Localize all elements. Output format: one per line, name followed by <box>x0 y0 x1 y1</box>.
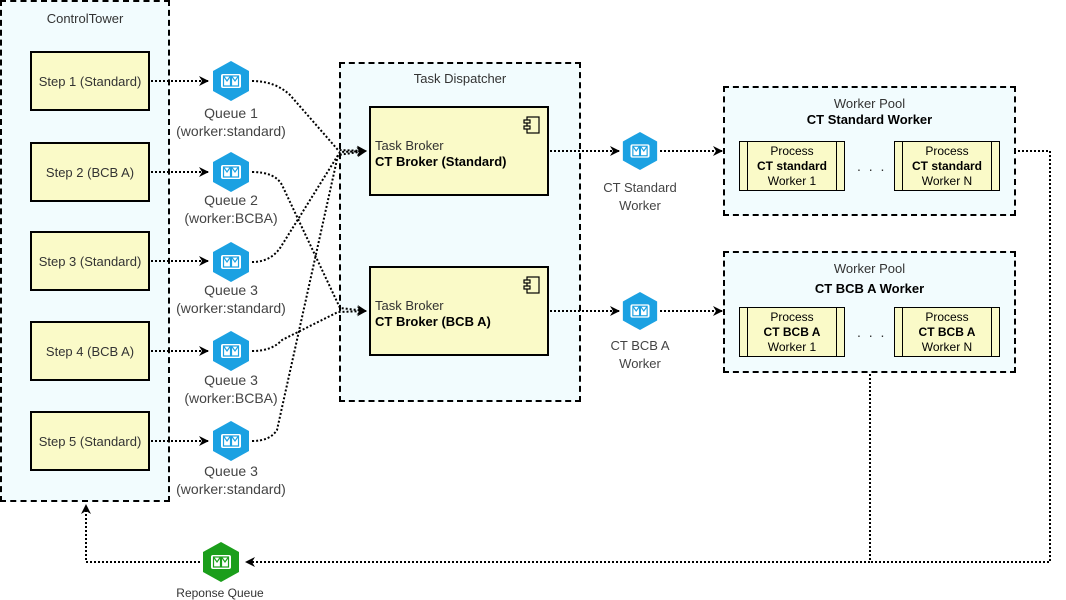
process-standard-worker-1[interactable]: Process CT standard Worker 1 <box>739 141 845 191</box>
message-queue-icon[interactable] <box>210 241 252 283</box>
process-worker: Worker N <box>921 174 973 188</box>
response-queue-label: Reponse Queue <box>176 586 264 600</box>
message-queue-icon[interactable] <box>210 60 252 102</box>
process-worker: Worker 1 <box>767 340 817 354</box>
step-box-5[interactable]: Step 5 (Standard) <box>30 411 150 471</box>
process-label: Process <box>925 144 969 158</box>
queue-label-1: Queue 1 (worker:standard) <box>171 104 291 140</box>
process-worker: Worker 1 <box>767 174 817 188</box>
queue-worker: (worker:BCBA) <box>184 210 278 226</box>
process-name: CT BCB A <box>763 325 821 339</box>
message-queue-icon[interactable] <box>620 131 660 171</box>
ellipsis: . . . <box>857 158 887 174</box>
worker-queue-label-bcba: CT BCB A Worker <box>590 337 690 373</box>
process-label: Process <box>925 310 969 324</box>
worker-pool-subtitle: CT Standard Worker <box>806 112 933 127</box>
queue-name: Queue 3 <box>204 463 258 479</box>
queue-label-2: Queue 2 (worker:BCBA) <box>171 191 291 227</box>
worker-queue-line2: Worker <box>619 356 661 371</box>
queue-label-5: Queue 3 (worker:standard) <box>171 462 291 498</box>
process-name: CT standard <box>756 159 827 173</box>
control-tower-title: ControlTower <box>46 11 124 26</box>
broker-name-label: CT Broker (BCB A) <box>375 314 491 329</box>
process-label: Process <box>770 144 814 158</box>
step-box-4[interactable]: Step 4 (BCB A) <box>30 321 150 381</box>
queue-worker: (worker:standard) <box>176 123 286 139</box>
worker-pool-title: Worker Pool <box>833 96 906 111</box>
message-queue-icon[interactable] <box>620 291 660 331</box>
queue-name: Queue 1 <box>204 105 258 121</box>
ellipsis: . . . <box>857 324 887 340</box>
process-name: CT BCB A <box>918 325 976 339</box>
worker-queue-line1: CT BCB A <box>610 338 670 353</box>
process-name: CT standard <box>911 159 982 173</box>
component-icon <box>523 276 540 294</box>
process-label: Process <box>770 310 814 324</box>
message-queue-icon[interactable] <box>210 151 252 193</box>
queue-label-3: Queue 3 (worker:standard) <box>171 281 291 317</box>
message-queue-icon[interactable] <box>210 420 252 462</box>
process-standard-worker-n[interactable]: Process CT standard Worker N <box>894 141 1000 191</box>
process-worker: Worker N <box>921 340 973 354</box>
queue-worker: (worker:BCBA) <box>184 390 278 406</box>
queue-label-4: Queue 3 (worker:BCBA) <box>171 371 291 407</box>
broker-type-label: Task Broker <box>375 298 444 313</box>
broker-type-label: Task Broker <box>375 138 444 153</box>
worker-queue-line1: CT Standard <box>603 180 677 195</box>
worker-pool-subtitle: CT BCB A Worker <box>814 281 925 296</box>
task-broker-bcba[interactable]: Task Broker CT Broker (BCB A) <box>369 266 549 356</box>
task-broker-standard[interactable]: Task Broker CT Broker (Standard) <box>369 106 549 196</box>
queue-name: Queue 3 <box>204 372 258 388</box>
worker-queue-line2: Worker <box>619 198 661 213</box>
worker-pool-title: Worker Pool <box>833 261 906 276</box>
process-bcba-worker-1[interactable]: Process CT BCB A Worker 1 <box>739 307 845 357</box>
message-queue-icon[interactable] <box>210 330 252 372</box>
queue-name: Queue 2 <box>204 192 258 208</box>
step-box-3[interactable]: Step 3 (Standard) <box>30 231 150 291</box>
worker-queue-label-standard: CT Standard Worker <box>590 179 690 215</box>
component-icon <box>523 116 540 134</box>
broker-name-label: CT Broker (Standard) <box>375 154 507 169</box>
response-queue-icon[interactable] <box>200 541 242 583</box>
process-bcba-worker-n[interactable]: Process CT BCB A Worker N <box>894 307 1000 357</box>
queue-worker: (worker:standard) <box>176 300 286 316</box>
task-dispatcher-title: Task Dispatcher <box>413 71 507 86</box>
queue-name: Queue 3 <box>204 282 258 298</box>
queue-worker: (worker:standard) <box>176 481 286 497</box>
step-box-2[interactable]: Step 2 (BCB A) <box>30 142 150 202</box>
step-box-1[interactable]: Step 1 (Standard) <box>30 51 150 111</box>
